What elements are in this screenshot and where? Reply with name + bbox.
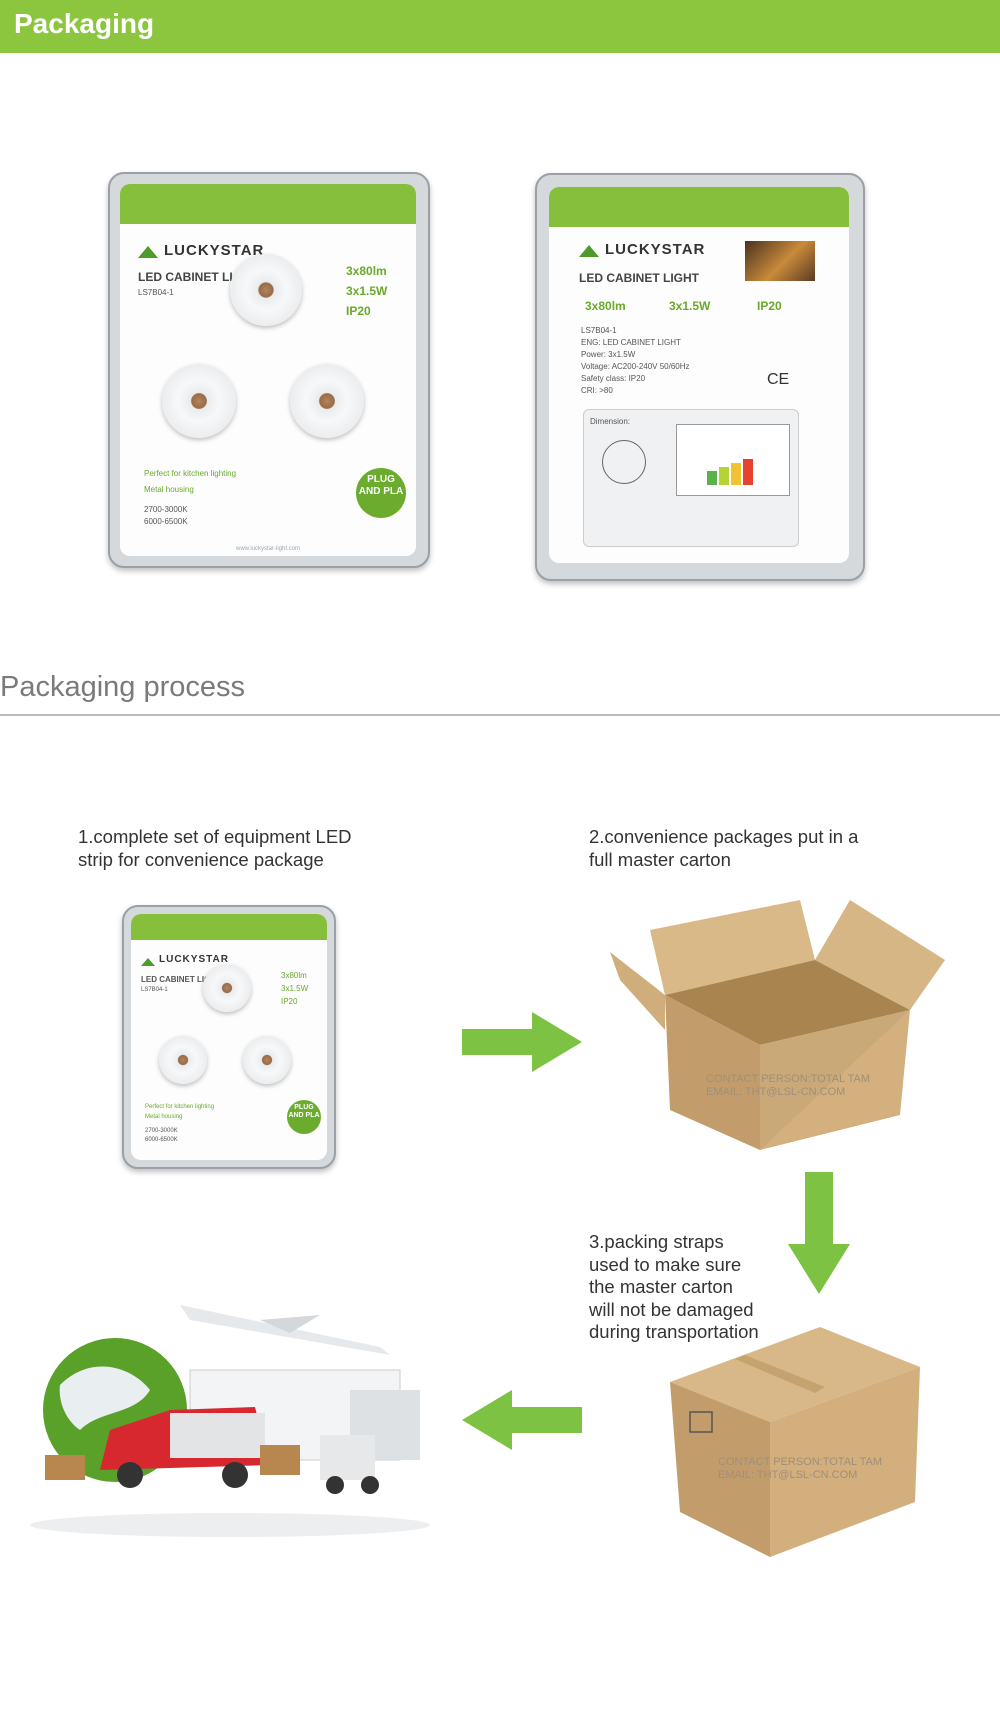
feature-text: Metal housing — [145, 1114, 183, 1120]
drawing-label: Dimension: — [590, 417, 631, 426]
brand-name: LUCKYSTAR — [605, 241, 706, 258]
divider — [0, 714, 1000, 716]
spec-lumens: 3x80lm — [585, 299, 626, 313]
plug-and-play-badge: PLUG AND PLA — [287, 1100, 321, 1134]
spec-watts: 3x1.5W — [281, 984, 309, 993]
arrow-down-icon — [788, 1172, 850, 1294]
option-text: 6000-6500K — [145, 1137, 178, 1143]
detail-text: LS7B04-1 — [581, 326, 617, 335]
option-text: 2700-3000K — [145, 1128, 178, 1134]
option-text: 6000-6500K — [144, 517, 188, 526]
spec-ip: IP20 — [757, 299, 782, 313]
watermark-line: EMAIL: THT@LSL-CN.COM — [718, 1469, 858, 1481]
carton-watermark: CONTACT PERSON:TOTAL TAM EMAIL: THT@LSL-… — [706, 1073, 870, 1099]
detail-text: ENG: LED CABINET LIGHT — [581, 338, 681, 347]
option-text: 2700-3000K — [144, 505, 188, 514]
product-name: LED CABINET LIGHT — [579, 271, 699, 285]
light-puck — [162, 364, 236, 438]
watermark-line: CONTACT PERSON:TOTAL TAM — [706, 1073, 871, 1085]
model-number: LS7B04-1 — [141, 987, 168, 993]
arrow-left-icon — [462, 1390, 582, 1450]
spec-lumens: 3x80lm — [346, 264, 387, 278]
watermark-line: CONTACT PERSON:TOTAL TAM — [718, 1456, 883, 1468]
logistics-illustration — [30, 1305, 430, 1537]
step-3-text: 3.packing straps used to make sure the m… — [589, 1231, 759, 1342]
detail-text: Safety class: IP20 — [581, 374, 646, 383]
carton-watermark: CONTACT PERSON:TOTAL TAM EMAIL: THT@LSL-… — [718, 1456, 882, 1482]
package-small-image: LUCKYSTAR LED CABINET LIG LS7B04-1 3x80l… — [122, 905, 336, 1169]
spec-watts: 3x1.5W — [669, 299, 711, 313]
spec-ip: IP20 — [346, 304, 371, 318]
light-puck — [230, 254, 302, 326]
controller-box: Dimension: — [583, 409, 799, 547]
feature-text: Perfect for kitchen lighting — [144, 469, 237, 478]
detail-text: Power: 3x1.5W — [581, 350, 636, 359]
drawing-circle — [602, 440, 646, 484]
feature-text: Perfect for kitchen lighting — [145, 1104, 215, 1110]
arrow-right-icon — [462, 1012, 582, 1072]
package-front-image: LUCKYSTAR LED CABINET LIG LS7B04-1 3x80l… — [108, 172, 430, 568]
kitchen-photo — [745, 241, 815, 281]
light-puck — [243, 1036, 291, 1084]
spec-lumens: 3x80lm — [281, 971, 307, 980]
ce-mark-icon: CE — [767, 371, 790, 388]
light-puck — [159, 1036, 207, 1084]
model-number: LS7B04-1 — [138, 288, 174, 297]
logo-icon — [141, 958, 155, 966]
page-title: Packaging — [14, 8, 155, 39]
watermark-line: EMAIL: THT@LSL-CN.COM — [706, 1086, 846, 1098]
spec-ip: IP20 — [281, 997, 298, 1006]
logo-icon — [138, 246, 158, 258]
brand-name: LUCKYSTAR — [164, 242, 265, 259]
website-text: www.luckystar-light.com — [236, 546, 301, 552]
feature-text: Metal housing — [144, 485, 194, 494]
plug-and-play-badge: PLUG AND PLA — [356, 468, 406, 518]
brand-name: LUCKYSTAR — [159, 954, 229, 965]
light-puck — [290, 364, 364, 438]
logo-icon — [579, 245, 599, 257]
product-name: LED CABINET LIG — [138, 270, 242, 284]
detail-text: Voltage: AC200-240V 50/60Hz — [581, 362, 690, 371]
package-back-image: LUCKYSTAR LED CABINET LIGHT 3x80lm 3x1.5… — [535, 173, 865, 581]
sealed-carton-image — [670, 1327, 920, 1557]
open-carton-image — [610, 900, 945, 1150]
step-1-text: 1.complete set of equipment LED strip fo… — [78, 826, 352, 870]
detail-text: CRI: >80 — [581, 386, 613, 395]
energy-label — [676, 424, 790, 496]
header-bar — [0, 0, 1000, 53]
product-name: LED CABINET LIG — [141, 975, 211, 984]
step-2-text: 2.convenience packages put in a full mas… — [589, 826, 859, 870]
spec-watts: 3x1.5W — [346, 284, 388, 298]
section-title: Packaging process — [0, 671, 246, 703]
light-puck — [203, 964, 251, 1012]
